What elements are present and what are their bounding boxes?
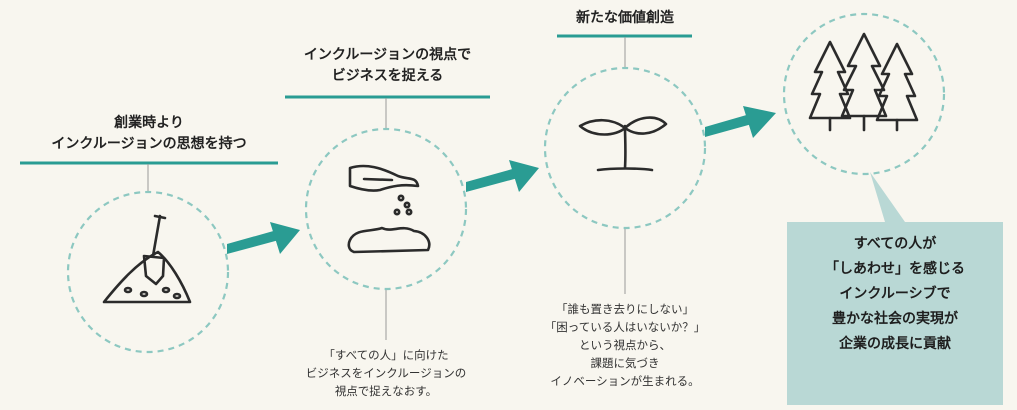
callout-text: すべての人が 「しあわせ」を感じる インクルーシブで 豊かな社会の実現が 企業の…	[825, 236, 965, 352]
step3-title: 新たな価値創造	[576, 10, 674, 26]
step1-title: 創業時より インクルージョンの思想を持つ	[51, 115, 247, 152]
trees-icon	[808, 32, 919, 132]
sprout-icon	[578, 116, 668, 172]
callout	[787, 172, 1003, 405]
hand-sowing-seeds-icon	[347, 164, 431, 254]
shovel-soil-icon	[102, 214, 192, 304]
step3-circle	[543, 66, 707, 230]
step2-title: インクルージョンの視点で ビジネスを捉える	[303, 47, 472, 84]
step1-circle	[66, 190, 230, 354]
arrow-3	[705, 106, 776, 138]
step2-circle	[304, 127, 468, 291]
arrow-1	[227, 222, 300, 254]
step2-caption: 「すべての人」に向けた ビジネスをインクルージョンの 視点で捉えなおす。	[305, 348, 467, 398]
arrow-2	[466, 160, 539, 192]
step3-caption: 「誰も置き去りにしない」 「困っている人はいないか？」 という視点から、 課題に…	[544, 302, 706, 388]
step4-circle	[782, 12, 946, 176]
